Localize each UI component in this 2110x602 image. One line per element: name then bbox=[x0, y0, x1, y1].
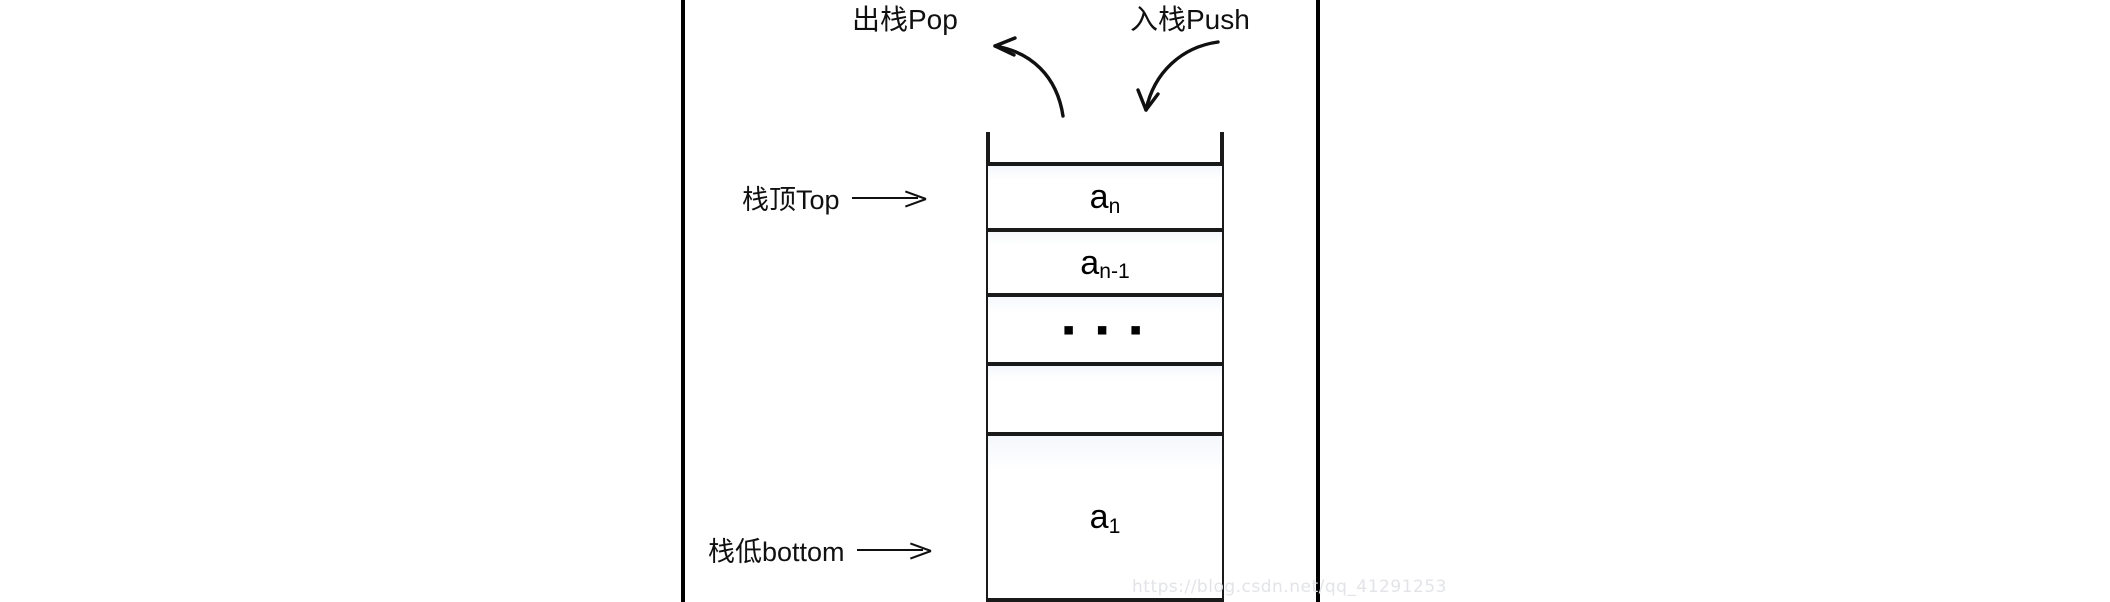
stack-cell bbox=[988, 362, 1222, 432]
arrow-right-icon bbox=[851, 189, 930, 207]
stack-top-label: 栈顶Top bbox=[742, 178, 930, 217]
stack-container: an an-1 ▪ ▪ ▪ a1 bbox=[986, 132, 1224, 602]
frame-rule-left bbox=[681, 0, 685, 602]
stack-cell-label: an-1 bbox=[1080, 243, 1130, 284]
stack-cell: an-1 bbox=[988, 228, 1222, 293]
stack-cell-ellipsis: ▪ ▪ ▪ bbox=[1062, 310, 1148, 349]
stack-cell-subscript: n bbox=[1108, 194, 1121, 218]
stack-rail-right bbox=[1220, 132, 1224, 602]
stack-cell-subscript: 1 bbox=[1108, 514, 1121, 538]
stack-cell-subscript: n-1 bbox=[1099, 260, 1130, 284]
push-label: 入栈Push bbox=[1130, 4, 1250, 35]
stack-cell: ▪ ▪ ▪ bbox=[988, 293, 1222, 362]
stack-cell-label: an bbox=[1089, 178, 1121, 218]
watermark: https://blog.csdn.net/qq_41291253 bbox=[1132, 577, 1447, 597]
stack-cell: an bbox=[988, 162, 1222, 228]
stack-cell: a1 bbox=[988, 432, 1222, 602]
arrow-right-icon bbox=[856, 541, 935, 559]
stack-top-text: 栈顶Top bbox=[742, 185, 840, 215]
stack-bottom-text: 栈低bottom bbox=[708, 537, 845, 567]
stack-cell-label: a1 bbox=[1089, 498, 1121, 538]
stack-bottom-label: 栈低bottom bbox=[708, 530, 935, 569]
pop-curved-arrow-icon bbox=[993, 36, 1065, 118]
frame-rule-right bbox=[1316, 0, 1320, 602]
pop-label: 出栈Pop bbox=[852, 4, 958, 35]
push-curved-arrow-icon bbox=[1136, 40, 1220, 112]
